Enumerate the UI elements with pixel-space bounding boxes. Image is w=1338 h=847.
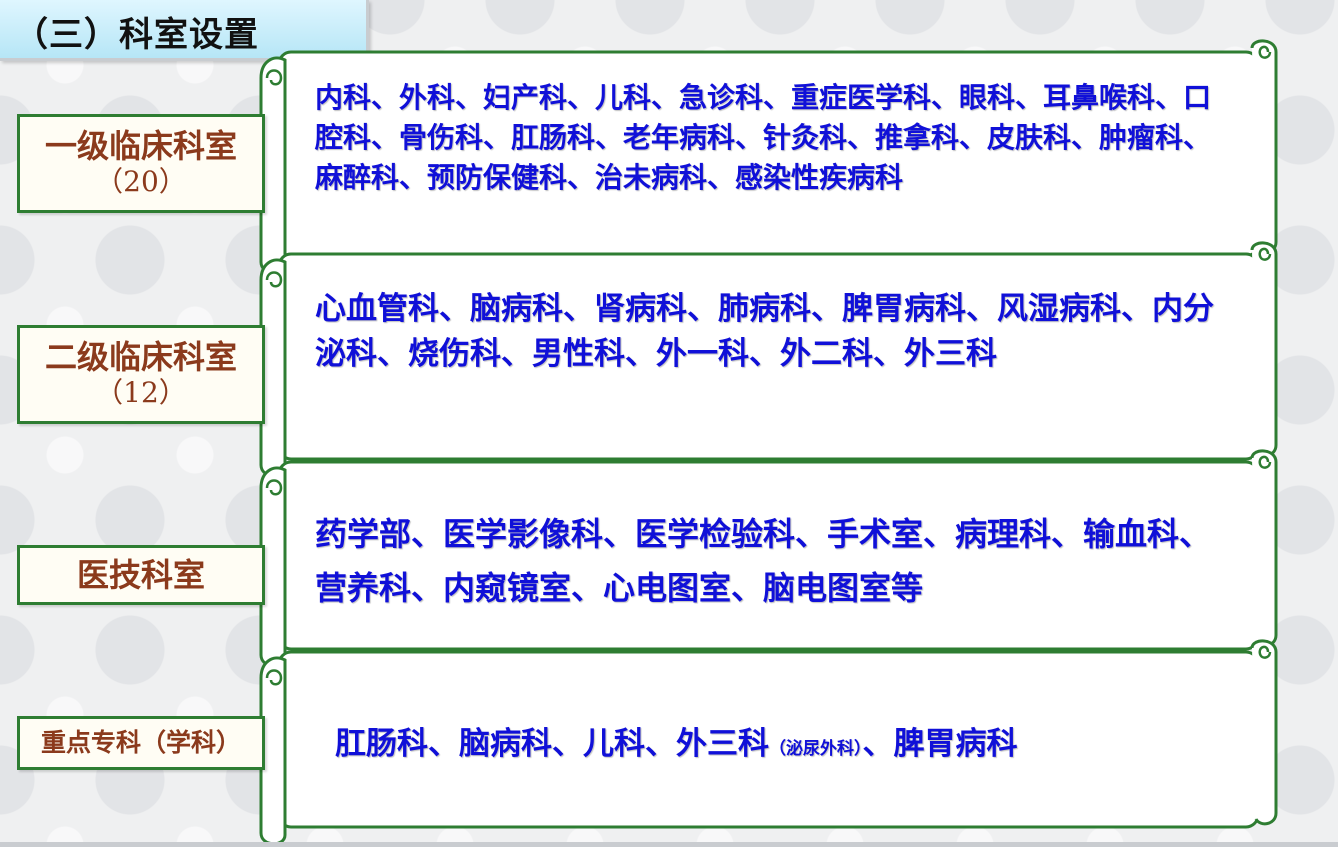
bottom-border (0, 842, 1338, 847)
section-label-1: 一级临床科室 (44, 127, 237, 166)
department-list-1: 内科、外科、妇产科、儿科、急诊科、重症医学科、眼科、耳鼻喉科、口腔科、骨伤科、肛… (315, 81, 1212, 194)
scroll-banner-3: 药学部、医学影像科、医学检验科、手术室、病理科、输血科、营养科、内窥镜室、心电图… (255, 449, 1280, 668)
section-count-2: （12） (95, 376, 187, 410)
scroll-frame-4 (259, 639, 1278, 846)
department-list-2: 心血管科、脑病科、肾病科、肺病科、脾胃病科、风湿病科、内分泌科、烧伤科、男性科、… (315, 291, 1214, 372)
label-box-4: 重点专科（学科） (17, 716, 265, 770)
label-box-1: 一级临床科室 （20） (17, 114, 265, 213)
section-label-2: 二级临床科室 (44, 338, 237, 377)
scroll-frame-3 (259, 449, 1278, 668)
scroll-banner-1: 内科、外科、妇产科、儿科、急诊科、重症医学科、眼科、耳鼻喉科、口腔科、骨伤科、肛… (255, 39, 1280, 275)
section-label-3: 医技科室 (76, 555, 205, 594)
page-title: （三）科室设置 (14, 15, 259, 55)
key-department-list: 肛肠科、脑病科、儿科、外三科 (335, 726, 769, 762)
scroll-frame-2 (259, 241, 1278, 478)
label-box-3: 医技科室 (17, 545, 265, 605)
key-department-list-tail: 、脾胃病科 (862, 726, 1018, 762)
scroll-banner-2: 心血管科、脑病科、肾病科、肺病科、脾胃病科、风湿病科、内分泌科、烧伤科、男性科、… (255, 241, 1280, 478)
department-list-3: 药学部、医学影像科、医学检验科、手术室、病理科、输血科、营养科、内窥镜室、心电图… (315, 515, 1212, 607)
department-list-4: 肛肠科、脑病科、儿科、外三科（泌尿外科）、脾胃病科 (335, 722, 1232, 771)
section-title-tab: （三）科室设置 (0, 0, 369, 61)
section-count-1: （20） (95, 165, 187, 199)
section-label-4: 重点专科（学科） (40, 727, 241, 757)
key-department-note: （泌尿外科） (769, 739, 863, 759)
label-box-2: 二级临床科室 （12） (17, 325, 265, 424)
scroll-banner-4: 肛肠科、脑病科、儿科、外三科（泌尿外科）、脾胃病科 (255, 639, 1280, 846)
